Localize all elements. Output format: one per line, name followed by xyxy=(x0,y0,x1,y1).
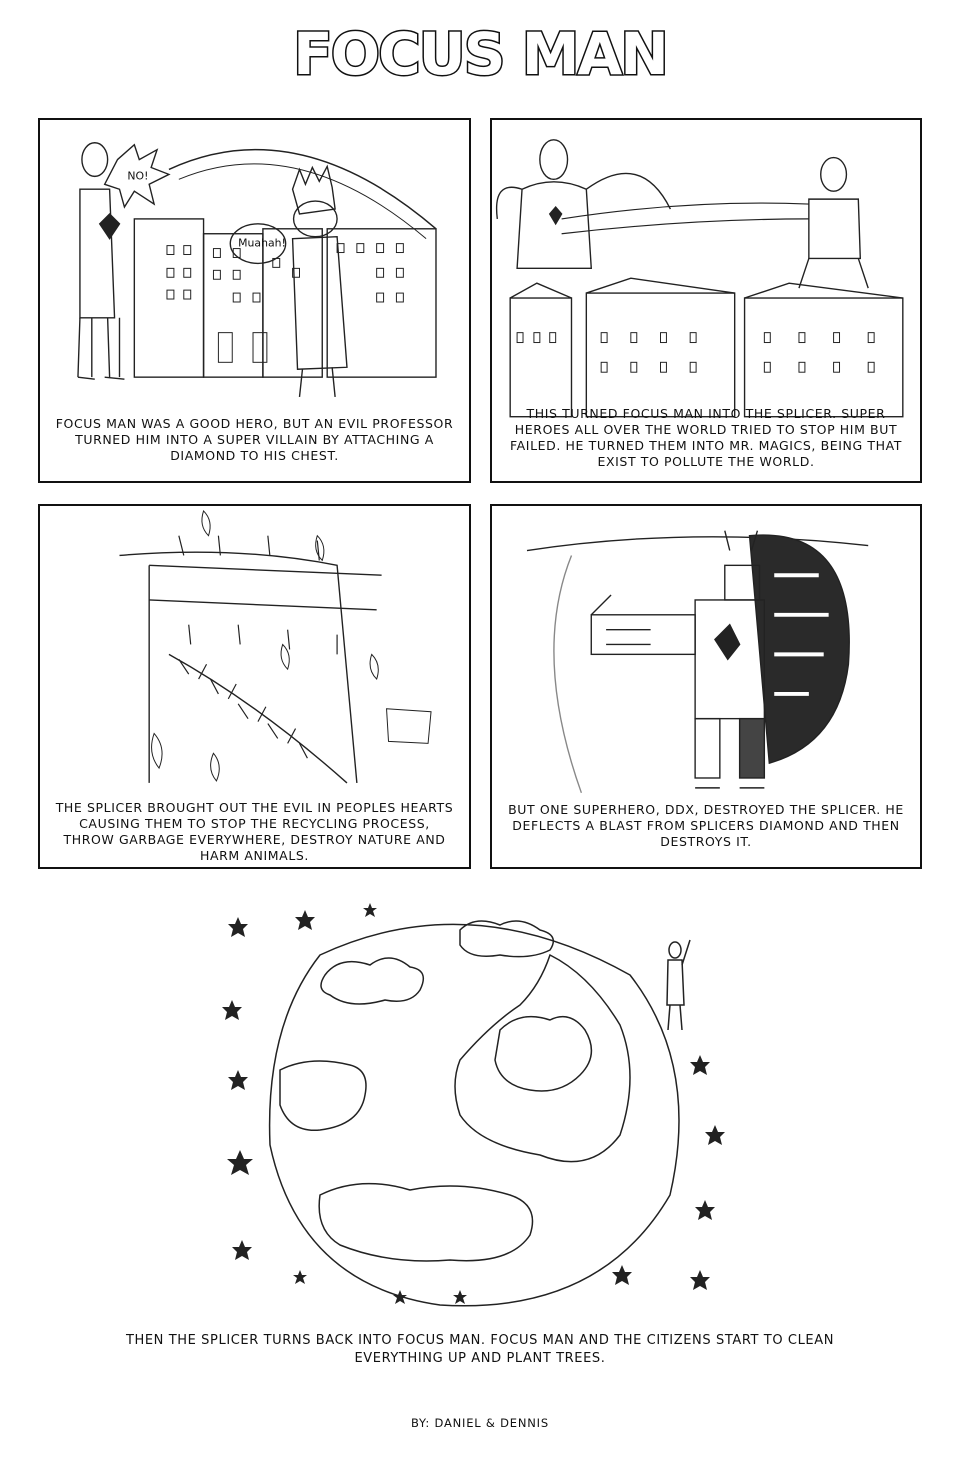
panel-3-drawing xyxy=(119,510,432,784)
panel-2-drawing xyxy=(495,139,904,418)
comic-title: FOCUS MAN xyxy=(292,19,671,90)
speech-muahah: Muahah! xyxy=(238,237,286,250)
panel-4-caption: BUT ONE SUPERHERO, DDX, DESTROYED THE SP… xyxy=(508,802,904,849)
credits: BY: DANIEL & DENNIS xyxy=(411,1416,549,1430)
final-caption: THEN THE SPLICER TURNS BACK INTO FOCUS M… xyxy=(125,1333,835,1366)
panel-4-drawing xyxy=(526,530,869,794)
panel-1: NO! Muahah! FOCUS MAN WAS A GOOD HERO, B… xyxy=(38,118,471,483)
panel-3-caption: THE SPLICER BROUGHT OUT THE EVIL IN PEOP… xyxy=(55,800,454,863)
panel-4: BUT ONE SUPERHERO, DDX, DESTROYED THE SP… xyxy=(490,504,922,869)
panel-2: THIS TURNED FOCUS MAN INTO THE SPLICER. … xyxy=(490,118,922,483)
panel-1-drawing: NO! Muahah! xyxy=(77,142,437,398)
panel-3: THE SPLICER BROUGHT OUT THE EVIL IN PEOP… xyxy=(38,504,471,869)
earth-illustration xyxy=(222,903,725,1307)
speech-no: NO! xyxy=(127,169,148,182)
panel-1-caption: FOCUS MAN WAS A GOOD HERO, BUT AN EVIL P… xyxy=(55,416,454,463)
panel-2-caption: THIS TURNED FOCUS MAN INTO THE SPLICER. … xyxy=(510,406,902,469)
